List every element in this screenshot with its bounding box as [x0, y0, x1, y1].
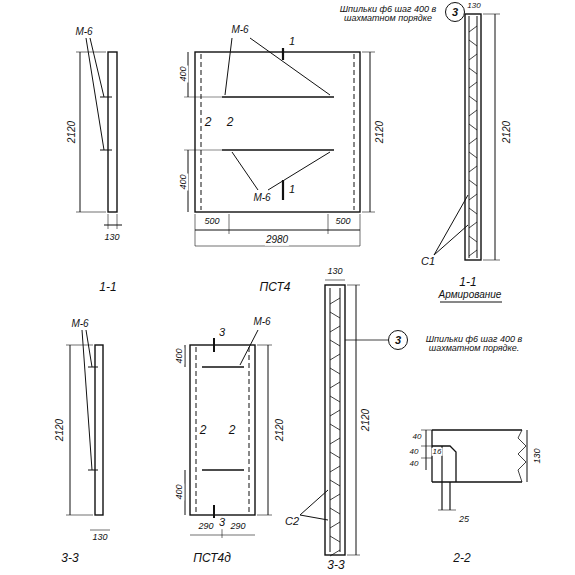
drawing-label: ПСТ4 [259, 281, 292, 294]
pin-tick [330, 424, 340, 430]
drawing-label: 3-3 [326, 559, 345, 572]
drawing-label: 2 [199, 424, 208, 437]
pin-tick [469, 180, 477, 186]
pin-tick [469, 166, 477, 172]
dimension-text: 2120 [55, 418, 66, 442]
pin-tick [469, 138, 477, 144]
pin-tick [469, 208, 477, 214]
drawing-label: 3-3 [60, 552, 79, 565]
pin-tick [330, 340, 340, 346]
pin-tick [330, 326, 340, 332]
pin-tick [469, 54, 477, 60]
pin-tick [469, 194, 477, 200]
pin-tick [330, 396, 340, 402]
drawing-label: М-6 [70, 319, 89, 330]
dimension-text: 130 [103, 233, 120, 242]
drawing-label: 2 [226, 116, 235, 129]
dimension-text: 40 [409, 448, 420, 456]
callout-number: 3 [395, 334, 401, 346]
dimension-text: 400 [175, 347, 184, 364]
drawing-label: 1 [288, 36, 296, 48]
drawing-label: 3 [218, 517, 226, 529]
dimension-text: 130 [326, 267, 343, 276]
pin-tick [330, 536, 340, 542]
pin-tick [469, 152, 477, 158]
drawing-label: 3 [218, 327, 226, 339]
pin-tick [330, 522, 340, 528]
drawing-label: 2 [228, 424, 237, 437]
pin-tick [469, 96, 477, 102]
drawing-label: 1 [288, 184, 296, 196]
drawing-label: 1-1 [458, 276, 477, 289]
pin-tick [469, 222, 477, 228]
pin-tick [330, 298, 340, 304]
pin-tick [330, 494, 340, 500]
pin-tick [330, 438, 340, 444]
pin-tick [469, 26, 477, 32]
drawing-label: М-6 [74, 27, 93, 38]
drawing-label: Армирование [438, 290, 503, 301]
pin-tick [330, 368, 340, 374]
dimension-text: 290 [229, 522, 246, 531]
pin-tick [330, 354, 340, 360]
pin-tick [469, 250, 477, 256]
pin-tick [330, 480, 340, 486]
dimension-text: 130 [91, 533, 108, 542]
callout-number: 3 [452, 6, 458, 18]
dimension-text: 500 [334, 217, 351, 226]
drawing-label: 2 [204, 116, 213, 129]
drawing-label: Шпильки ф6 шаг 400 в шахматном порядке [331, 5, 445, 24]
pin-tick [469, 124, 477, 130]
dimension-text: 16 [432, 448, 443, 456]
dimension-text: 130 [466, 2, 481, 10]
pin-tick [469, 110, 477, 116]
drawing-label: 1-1 [98, 281, 117, 294]
pin-tick [469, 40, 477, 46]
dimension-text: 400 [179, 65, 188, 82]
dimension-text: 400 [175, 483, 184, 500]
dimension-text: 25 [458, 515, 470, 524]
drawing-label: М-6 [252, 193, 271, 204]
drawing-label: С1 [420, 256, 436, 268]
drawing-label: М-6 [230, 25, 249, 36]
dimension-text: 40 [412, 433, 423, 441]
dimension-text: 2120 [361, 408, 372, 432]
pin-tick [469, 82, 477, 88]
drawing-label: С2 [284, 516, 300, 528]
pin-tick [330, 410, 340, 416]
dimension-text: 2980 [265, 235, 289, 246]
pin-tick [469, 68, 477, 74]
pin-tick [330, 452, 340, 458]
dimension-text: 500 [203, 217, 220, 226]
dimension-text: 2120 [275, 418, 286, 442]
callout-circle: 3 [388, 330, 408, 350]
drawing-label: 2-2 [452, 552, 471, 565]
pin-tick [330, 508, 340, 514]
dimension-text: 130 [533, 447, 542, 464]
dimension-text: 40 [409, 460, 420, 468]
drawing-label: Шпильки ф6 шаг 400 в шахматном порядке. [413, 335, 535, 354]
dimension-text: 290 [197, 522, 214, 531]
dimension-text: 400 [179, 173, 188, 190]
pin-tick [469, 236, 477, 242]
dimension-text: 2120 [502, 120, 513, 144]
pin-tick [330, 466, 340, 472]
pin-tick [330, 312, 340, 318]
drawing-label: М-6 [252, 317, 271, 328]
pin-tick [330, 382, 340, 388]
dimension-text: 2120 [375, 120, 386, 144]
callout-circle: 3 [445, 2, 465, 22]
dimension-text: 2120 [67, 120, 78, 144]
drawing-label: ПСТ4д [192, 552, 232, 565]
